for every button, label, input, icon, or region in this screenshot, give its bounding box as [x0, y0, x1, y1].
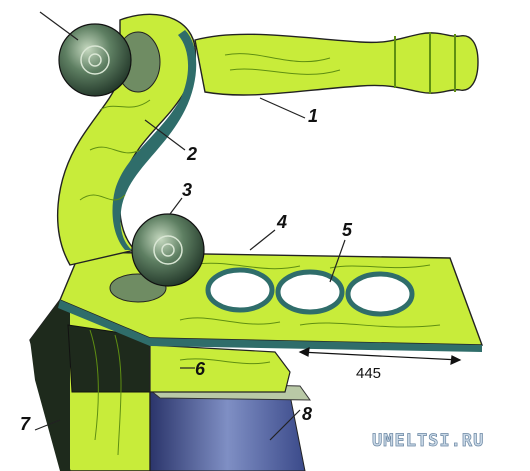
base-leg-dark-side	[30, 300, 70, 471]
leader-line-5	[329, 239, 346, 283]
leader-line-top-knob	[39, 11, 79, 41]
wood-grain	[79, 53, 441, 456]
knob-top-icon	[58, 23, 161, 97]
curved-bracket	[56, 13, 197, 266]
top-rail	[194, 32, 479, 96]
dimension-value: 445	[356, 365, 381, 382]
label-4: 4	[276, 212, 287, 232]
label-5: 5	[342, 220, 353, 240]
label-7: 7	[20, 414, 31, 434]
leader-line-4	[249, 229, 276, 251]
label-2: 2	[186, 144, 197, 164]
shelf-hole-1	[205, 267, 275, 313]
leader-line-2	[144, 119, 186, 151]
shelf-hole-3	[345, 271, 415, 317]
base-board	[149, 344, 291, 393]
shelf-hole-2	[275, 269, 345, 315]
watermark: UMELTSI.RU	[372, 431, 484, 451]
knob-middle-icon	[109, 213, 205, 303]
label-6: 6	[195, 359, 206, 379]
shelf-edge	[58, 300, 482, 352]
label-3: 3	[182, 180, 192, 200]
leader-line-8	[269, 409, 301, 441]
leader-line-7	[34, 419, 61, 431]
dimension-arrow	[298, 347, 462, 365]
back-panel	[149, 389, 306, 471]
leader-line-1	[259, 97, 306, 119]
bracket-edge	[112, 30, 197, 250]
label-1: 1	[308, 106, 318, 126]
label-8: 8	[302, 404, 312, 424]
leader-line-3	[169, 197, 183, 215]
